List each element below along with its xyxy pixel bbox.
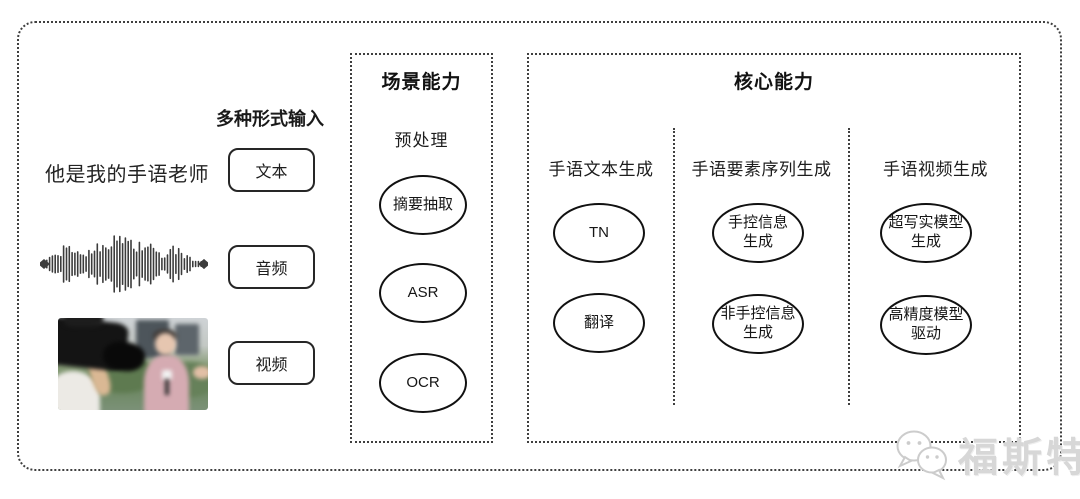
photo-reporter-hand xyxy=(193,365,208,379)
photo-camera-top xyxy=(64,318,103,328)
input-box-video: 视频 xyxy=(228,341,315,385)
node-non-manual-info-generation: 非手控信息 生成 xyxy=(712,294,804,354)
column-header-element-sequence-generation: 手语要素序列生成 xyxy=(691,160,832,179)
node-tn: TN xyxy=(553,203,645,263)
scene-capability-panel: 场景能力 预处理 摘要抽取 ASR OCR xyxy=(350,53,493,443)
watermark: 福斯特 xyxy=(890,425,1080,483)
scene-panel-title: 场景能力 xyxy=(381,72,462,93)
photo-reporter-face xyxy=(154,332,176,355)
photo-microphone xyxy=(161,369,172,380)
node-high-precision-model-driving: 高精度模型 驱动 xyxy=(880,295,972,355)
node-ocr: OCR xyxy=(379,353,467,413)
outer-dotted-frame xyxy=(17,21,1062,471)
node-hyperrealistic-model-generation: 超写实模型 生成 xyxy=(880,203,972,263)
input-box-audio: 音频 xyxy=(228,245,315,289)
column-divider xyxy=(673,128,675,405)
column-divider xyxy=(848,128,850,405)
input-section-label: 多种形式输入 xyxy=(216,109,324,129)
watermark-text: 福斯特 xyxy=(958,436,1080,480)
node-asr: ASR xyxy=(379,263,467,323)
photo-building-shape xyxy=(175,323,199,355)
node-translation: 翻译 xyxy=(553,293,645,353)
audio-waveform-graphic xyxy=(40,235,208,293)
column-header-text-generation: 手语文本生成 xyxy=(548,160,654,179)
preprocess-label: 预处理 xyxy=(394,131,449,150)
chat-bubbles-logo-icon xyxy=(896,430,947,481)
sample-sentence-text: 他是我的手语老师 xyxy=(45,164,209,186)
core-panel-title: 核心能力 xyxy=(733,72,814,93)
video-input-photo xyxy=(58,318,208,410)
node-manual-info-generation: 手控信息 生成 xyxy=(712,203,804,263)
input-box-text: 文本 xyxy=(228,148,315,192)
node-summary-extraction: 摘要抽取 xyxy=(379,175,467,235)
column-header-video-generation: 手语视频生成 xyxy=(883,160,988,179)
photo-microphone-handle xyxy=(164,378,169,396)
core-capability-panel: 核心能力 手语文本生成 手语要素序列生成 手语视频生成 TN 翻译 手控信息 生… xyxy=(527,53,1021,443)
